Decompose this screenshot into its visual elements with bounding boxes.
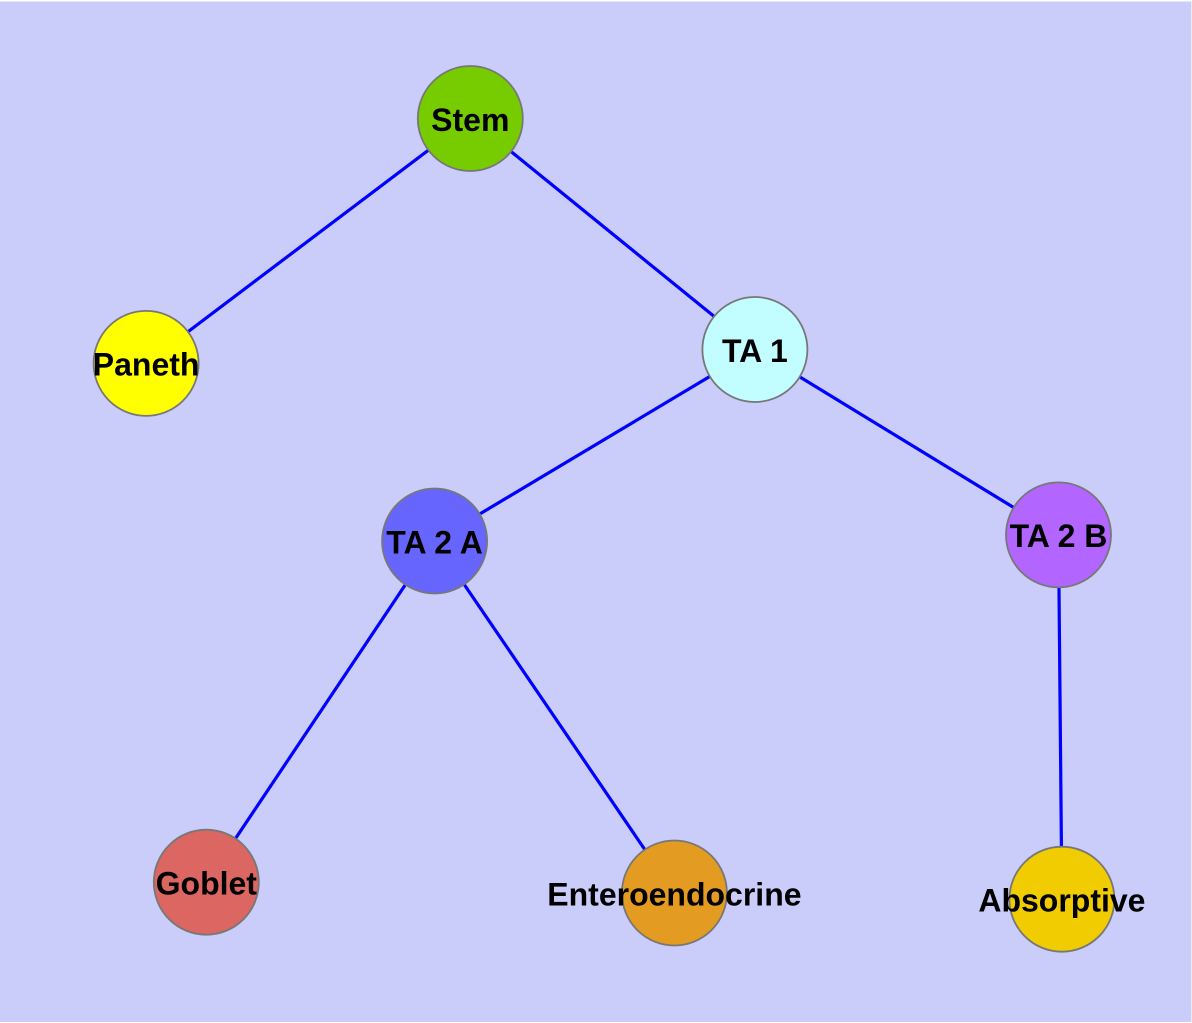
svg-text:Stem: Stem <box>431 102 509 138</box>
svg-text:Absorptive: Absorptive <box>978 883 1145 919</box>
svg-text:Goblet: Goblet <box>156 866 258 902</box>
svg-text:TA 1: TA 1 <box>722 333 788 369</box>
svg-text:Paneth: Paneth <box>93 347 200 383</box>
svg-text:TA 2 B: TA 2 B <box>1010 518 1108 554</box>
svg-text:Enteroendocrine: Enteroendocrine <box>547 876 801 912</box>
svg-text:TA 2 A: TA 2 A <box>386 524 483 560</box>
